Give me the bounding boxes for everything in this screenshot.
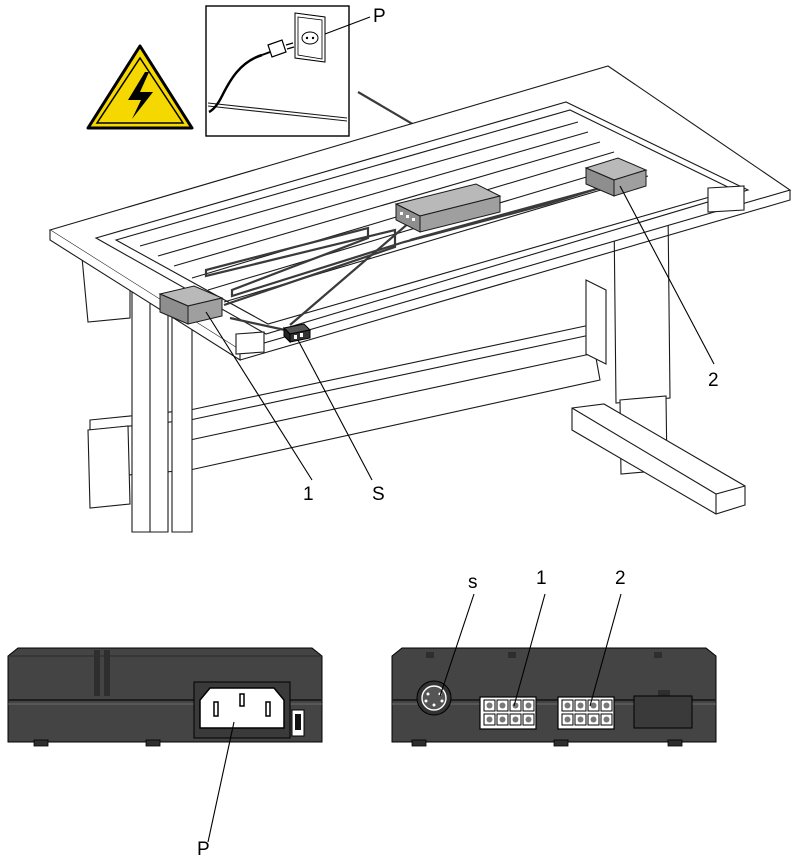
label-socket-1: 1: [536, 568, 547, 589]
label-socket-2: 2: [615, 568, 626, 589]
label-power-inlet: P: [197, 839, 210, 859]
leader-inlet: [207, 721, 235, 843]
wall-socket-icon: [294, 12, 326, 63]
desk: [48, 65, 792, 533]
motor-right: [584, 157, 648, 197]
hand-switch: [282, 323, 312, 344]
power-switch-icon: [291, 709, 305, 737]
label-plug-inset: P: [373, 6, 386, 27]
blank-port: [633, 695, 693, 729]
leader-conn-1: [513, 593, 546, 707]
control-unit-connector-side: [391, 647, 717, 747]
power-plug-icon: [208, 39, 295, 114]
label-motor-left: 1: [303, 484, 314, 505]
label-switch: S: [372, 484, 385, 505]
control-box: [394, 183, 502, 233]
leader-conn-2: [589, 593, 622, 707]
label-motor-right: 2: [708, 370, 719, 391]
leader-2: [619, 185, 715, 365]
motor-connector-1-icon: [479, 696, 537, 730]
right-foot: [571, 403, 746, 515]
plug-inset: [205, 5, 371, 137]
high-voltage-warning-icon: [86, 44, 194, 130]
control-unit-power-side: [7, 647, 323, 747]
motor-left: [158, 285, 224, 325]
leader-1: [205, 311, 313, 481]
din-socket-icon: [416, 680, 452, 716]
motor-connector-2-icon: [557, 696, 615, 730]
motor-cables: [204, 186, 601, 307]
left-foot: [87, 425, 131, 509]
label-socket-s: s: [468, 572, 478, 593]
power-inlet-icon: [193, 681, 291, 739]
leader-S: [297, 339, 373, 481]
leader-s: [439, 593, 475, 697]
